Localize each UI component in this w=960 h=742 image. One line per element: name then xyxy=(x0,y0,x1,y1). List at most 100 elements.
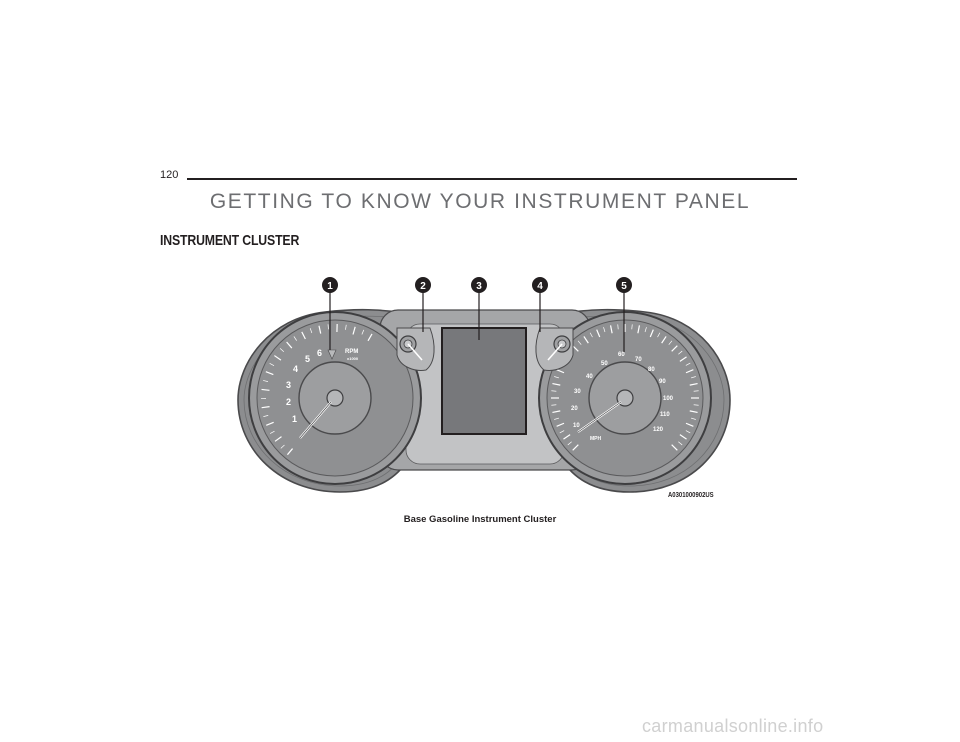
speedometer-tick-43 xyxy=(690,417,696,420)
speedometer-label-60: 60 xyxy=(618,352,625,358)
callout-3-badge xyxy=(471,277,487,293)
tachometer-label-1: 1 xyxy=(292,414,297,424)
tachometer-unit: RPM xyxy=(345,349,358,355)
speedometer-tick-26 xyxy=(637,325,641,334)
chapter-title: GETTING TO KNOW YOUR INSTRUMENT PANEL xyxy=(209,190,751,213)
tachometer-tick-6 xyxy=(261,406,270,409)
tachometer-tick-0 xyxy=(286,448,294,456)
tachometer-tick-16 xyxy=(301,331,306,340)
speedometer-tick-19 xyxy=(589,332,593,338)
speedometer-tick-16 xyxy=(572,345,579,352)
speedometer-tick-1 xyxy=(567,441,572,446)
tachometer-multiplier: x1000 xyxy=(347,356,359,361)
tachometer-label-6: 6 xyxy=(317,348,322,358)
instrument-cluster-illustration: 1 2 3 4 5 6 RPM x1000 10 20 30 40 50 60 … xyxy=(237,277,731,493)
speedometer-tick-37 xyxy=(690,376,696,379)
page-number: 120 xyxy=(160,169,179,181)
speedometer-tick-48 xyxy=(671,444,678,451)
tachometer-tick-1 xyxy=(280,444,285,449)
speedometer-tick-28 xyxy=(649,329,654,338)
speedometer-tick-46 xyxy=(679,434,687,440)
tachometer-tick-17 xyxy=(309,328,313,334)
callout-2-badge xyxy=(415,277,431,293)
speedometer-tick-42 xyxy=(689,410,698,414)
tachometer-tick-14 xyxy=(286,341,293,349)
speedometer-label-20: 20 xyxy=(571,406,578,412)
center-display xyxy=(441,327,527,435)
tachometer-tick-22 xyxy=(352,326,356,335)
speedometer-tick-3 xyxy=(559,430,565,434)
speedometer-label-70: 70 xyxy=(635,357,642,363)
tachometer-tick-24 xyxy=(367,333,373,342)
tachometer-ticks xyxy=(260,324,373,456)
tachometer-needle-edge xyxy=(299,401,332,439)
callout-3-number: 3 xyxy=(476,281,482,292)
speedometer-tick-31 xyxy=(668,340,673,345)
speedometer-tick-10 xyxy=(552,382,561,386)
speedometer-tick-27 xyxy=(644,327,647,333)
tachometer-tick-23 xyxy=(361,329,365,335)
tachometer-tick-3 xyxy=(269,430,275,434)
callout-5-badge xyxy=(616,277,632,293)
speedometer-tick-29 xyxy=(657,332,661,338)
tachometer-label-2: 2 xyxy=(286,397,291,407)
tachometer-tick-13 xyxy=(279,348,285,353)
speedometer-tick-5 xyxy=(554,417,560,420)
speedometer-label-110: 110 xyxy=(660,412,670,418)
instrument-cluster-figure: 1 2 3 4 5 6 RPM x1000 10 20 30 40 50 60 … xyxy=(230,270,740,515)
speedometer-tick-36 xyxy=(685,369,694,374)
speedometer-tick-18 xyxy=(583,336,589,344)
small-gauge-left-needle xyxy=(407,343,423,361)
figure-caption: Base Gasoline Instrument Cluster xyxy=(403,514,557,525)
callout-1-badge xyxy=(322,277,338,293)
speedometer-tick-22 xyxy=(609,325,613,334)
speedometer-tick-11 xyxy=(554,376,560,379)
watermark: carmanualsonline.info xyxy=(642,716,824,736)
header-rule xyxy=(187,178,797,180)
speedometer-tick-0 xyxy=(572,444,579,451)
speedometer-needle-edge xyxy=(577,401,622,433)
small-gauge-right-needle xyxy=(547,343,563,361)
tachometer-tick-9 xyxy=(263,380,269,382)
callout-4-badge xyxy=(532,277,548,293)
speedometer-tick-32 xyxy=(671,345,678,352)
speedometer-label-120: 120 xyxy=(653,427,664,433)
tachometer-tick-11 xyxy=(269,363,275,367)
speedometer-tick-38 xyxy=(689,382,698,386)
tachometer-label-3: 3 xyxy=(286,380,291,390)
speedometer-tick-2 xyxy=(563,434,571,440)
tachometer-tick-4 xyxy=(266,421,274,426)
tachometer-label-4: 4 xyxy=(293,364,298,374)
callout-1-number: 1 xyxy=(327,281,333,292)
speedometer-tick-30 xyxy=(661,336,667,344)
section-title: INSTRUMENT CLUSTER xyxy=(160,232,300,249)
speedometer-tick-6 xyxy=(552,410,561,414)
speedometer-tick-47 xyxy=(678,441,683,446)
callout-2-number: 2 xyxy=(420,281,426,292)
tachometer-tick-18 xyxy=(318,325,322,334)
speedometer-tick-4 xyxy=(556,422,565,427)
tachometer-tick-2 xyxy=(274,436,282,442)
speedometer-label-10: 10 xyxy=(573,423,580,429)
tachometer-tick-15 xyxy=(293,336,297,341)
speedometer-tick-12 xyxy=(556,369,565,374)
tachometer-tick-8 xyxy=(261,388,270,391)
speedometer-label-40: 40 xyxy=(586,374,593,380)
speedometer-unit: MPH xyxy=(590,436,602,442)
callout-4-number: 4 xyxy=(537,281,543,292)
tachometer-redline-zone xyxy=(327,349,337,360)
speedometer-tick-33 xyxy=(678,350,683,355)
speedometer-label-80: 80 xyxy=(648,367,655,373)
speedometer-label-50: 50 xyxy=(601,361,608,367)
tachometer-tick-5 xyxy=(263,415,269,417)
speedometer-tick-21 xyxy=(603,327,606,333)
callout-5-number: 5 xyxy=(621,281,627,292)
speedometer-tick-20 xyxy=(596,329,601,338)
speedometer-tick-17 xyxy=(577,340,582,345)
speedometer-tick-44 xyxy=(685,422,694,427)
speedometer-label-90: 90 xyxy=(659,379,666,385)
tachometer-tick-10 xyxy=(265,371,274,376)
speedometer-tick-35 xyxy=(685,362,691,366)
figure-id: A0301000902US xyxy=(668,492,714,499)
tachometer-tick-21 xyxy=(345,324,347,330)
